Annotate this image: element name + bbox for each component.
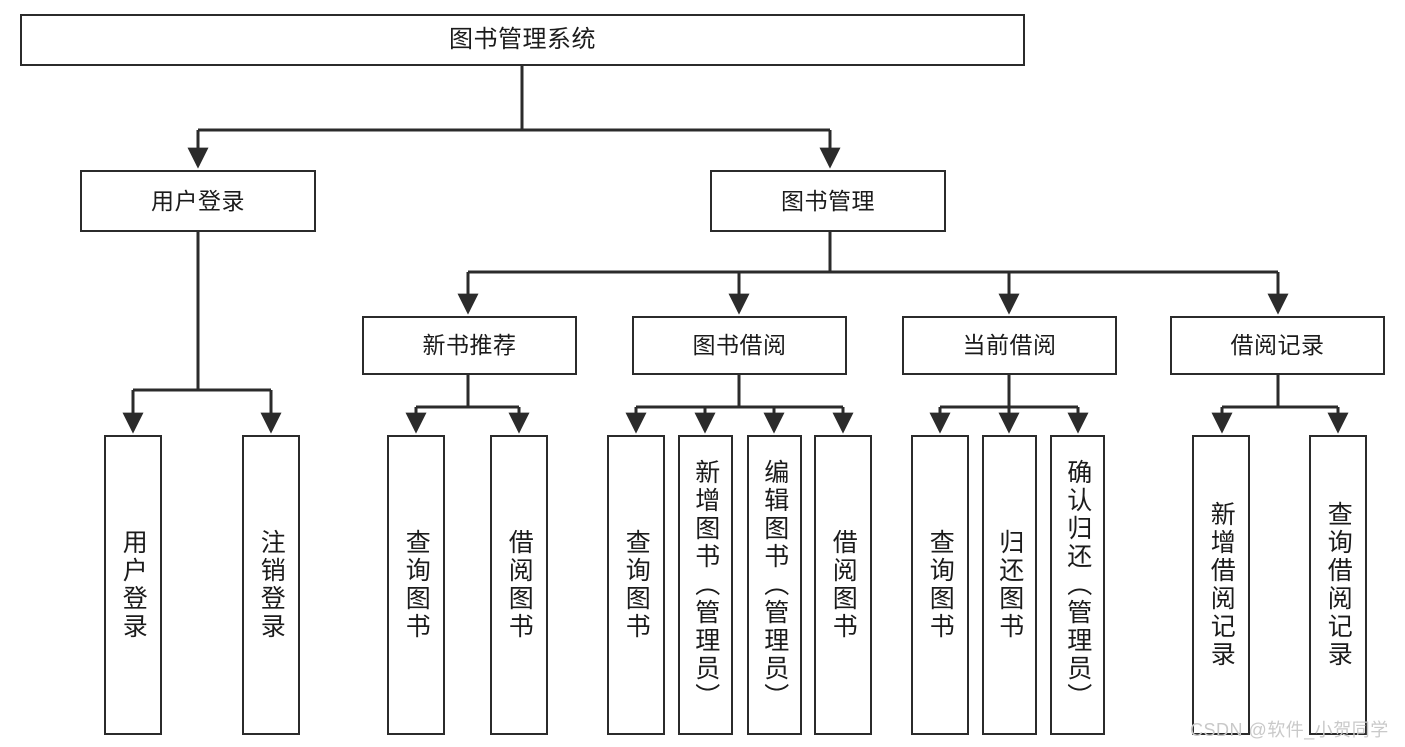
node-leaf-borrow-book-recommend[interactable]: 借阅图书 bbox=[490, 435, 548, 735]
node-label: 注销登录 bbox=[257, 529, 286, 641]
node-leaf-logout[interactable]: 注销登录 bbox=[242, 435, 300, 735]
node-label: 确认归还（管理员） bbox=[1063, 459, 1092, 711]
node-leaf-query-book-borrow[interactable]: 查询图书 bbox=[607, 435, 665, 735]
node-label: 查询图书 bbox=[926, 529, 955, 641]
node-new-book-recommend[interactable]: 新书推荐 bbox=[362, 316, 577, 375]
node-leaf-query-borrow-record[interactable]: 查询借阅记录 bbox=[1309, 435, 1367, 735]
node-book-management[interactable]: 图书管理 bbox=[710, 170, 946, 232]
node-label: 用户登录 bbox=[119, 529, 148, 641]
node-label: 新增借阅记录 bbox=[1207, 501, 1236, 669]
node-leaf-edit-book-admin[interactable]: 编辑图书（管理员） bbox=[747, 435, 802, 735]
node-leaf-query-book-current[interactable]: 查询图书 bbox=[911, 435, 969, 735]
node-label: 图书借阅 bbox=[692, 332, 787, 359]
node-leaf-query-book-recommend[interactable]: 查询图书 bbox=[387, 435, 445, 735]
node-leaf-add-book-admin[interactable]: 新增图书（管理员） bbox=[678, 435, 733, 735]
node-leaf-add-borrow-record[interactable]: 新增借阅记录 bbox=[1192, 435, 1250, 735]
node-label: 图书管理 bbox=[781, 187, 875, 214]
node-label: 新书推荐 bbox=[422, 332, 517, 359]
node-borrow-records[interactable]: 借阅记录 bbox=[1170, 316, 1385, 375]
node-label: 查询图书 bbox=[622, 529, 651, 641]
node-label: 归还图书 bbox=[995, 529, 1024, 641]
node-book-borrow[interactable]: 图书借阅 bbox=[632, 316, 847, 375]
node-leaf-user-login[interactable]: 用户登录 bbox=[104, 435, 162, 735]
node-label: 借阅图书 bbox=[829, 529, 858, 641]
node-label: 图书管理系统 bbox=[449, 26, 596, 54]
node-root-book-management-system[interactable]: 图书管理系统 bbox=[20, 14, 1025, 66]
node-leaf-lend-book[interactable]: 借阅图书 bbox=[814, 435, 872, 735]
node-label: 查询借阅记录 bbox=[1324, 501, 1353, 669]
node-leaf-return-book[interactable]: 归还图书 bbox=[982, 435, 1037, 735]
node-label: 借阅记录 bbox=[1230, 332, 1325, 359]
node-user-login[interactable]: 用户登录 bbox=[80, 170, 316, 232]
node-label: 当前借阅 bbox=[962, 332, 1057, 359]
node-leaf-confirm-return-admin[interactable]: 确认归还（管理员） bbox=[1050, 435, 1105, 735]
node-label: 编辑图书（管理员） bbox=[760, 459, 789, 711]
node-current-borrow[interactable]: 当前借阅 bbox=[902, 316, 1117, 375]
node-label: 用户登录 bbox=[151, 187, 245, 214]
node-label: 新增图书（管理员） bbox=[691, 459, 720, 711]
csdn-watermark: CSDN @软件_小贺同学 bbox=[1190, 720, 1389, 740]
node-label: 查询图书 bbox=[402, 529, 431, 641]
node-label: 借阅图书 bbox=[505, 529, 534, 641]
